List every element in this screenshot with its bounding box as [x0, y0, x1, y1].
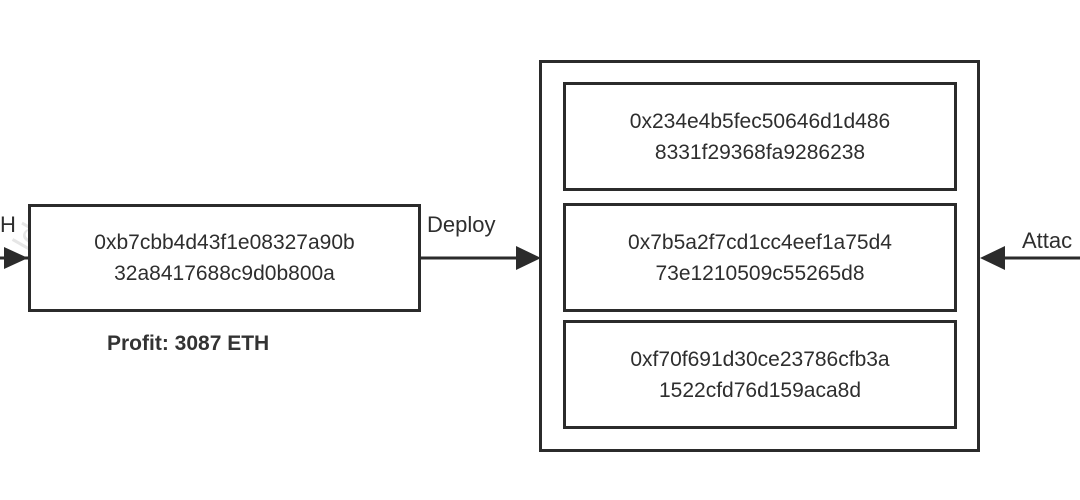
attack-arrowhead: [980, 246, 1005, 270]
incoming-arrowhead: [4, 247, 28, 269]
contract-1-line2: 8331f29368fa9286238: [654, 140, 866, 164]
contract-2-line2: 73e1210509c55265d8: [655, 261, 865, 285]
contract-box-2: 0x7b5a2f7cd1cc4eef1a75d4 73e1210509c5526…: [563, 203, 957, 312]
deployer-address-line2: 32a8417688c9d0b800a: [114, 262, 335, 285]
left-edge-label: H: [0, 212, 16, 237]
contract-box-1: 0x234e4b5fec50646d1d486 8331f29368fa9286…: [563, 82, 957, 191]
contract-2-line1: 0x7b5a2f7cd1cc4eef1a75d4: [628, 230, 892, 254]
deploy-label: Deploy: [427, 212, 496, 237]
deployer-address-line1: 0xb7cbb4d43f1e08327a90b: [94, 231, 355, 254]
deployer-address-box: 0xb7cbb4d43f1e08327a90b 32a8417688c9d0b8…: [28, 204, 421, 312]
contract-1-line1: 0x234e4b5fec50646d1d486: [629, 109, 891, 133]
contract-3-line2: 1522cfd76d159aca8d: [658, 378, 862, 402]
contract-3-line1: 0xf70f691d30ce23786cfb3a: [630, 347, 890, 371]
deploy-arrowhead: [516, 246, 541, 270]
contract-box-3: 0xf70f691d30ce23786cfb3a 1522cfd76d159ac…: [563, 320, 957, 429]
profit-label: Profit: 3087 ETH: [107, 332, 270, 355]
attack-label: Attac: [1022, 228, 1073, 253]
